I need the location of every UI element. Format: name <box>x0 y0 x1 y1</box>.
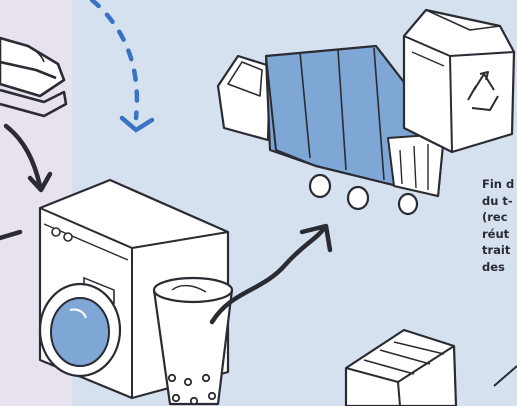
caption-line: (rec <box>482 209 514 226</box>
caption-line: Fin d <box>482 176 514 193</box>
caption-line: trait <box>482 242 514 259</box>
lifecycle-caption: Fin d du t- (rec réut trait des <box>482 176 514 275</box>
dashed-arrow <box>92 0 152 130</box>
caption-line: réut <box>482 226 514 243</box>
crate-icon <box>346 330 517 406</box>
caption-line: du t- <box>482 193 514 210</box>
caption-line: des <box>482 259 514 276</box>
recycling-container-icon <box>404 10 514 152</box>
